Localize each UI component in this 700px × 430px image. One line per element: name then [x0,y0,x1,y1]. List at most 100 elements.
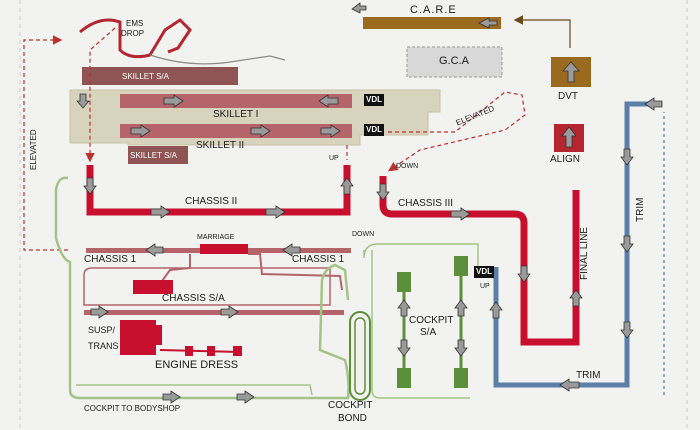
cockpit-sa-label-2: S/A [420,327,437,338]
cockpit-sa-station-1 [397,272,411,292]
cockpit-to-bodyshop-inner [76,384,313,396]
chassis-3-arrows [376,183,583,307]
skillet-1-bar [120,94,352,108]
engine-dress-station-3 [233,346,242,356]
trim-vertical-label: TRIM [635,197,646,222]
chassis2-up-arrow-icon [340,177,354,195]
skillet-sa-top-bar [82,67,238,85]
elevated-left-dashed-2 [23,35,68,251]
ems-drop-loop [79,18,192,59]
gca-label: G.C.A [439,55,469,67]
down-cockpit-label: DOWN [352,231,375,238]
chassis-sa-label: CHASSIS S/A [162,293,225,304]
trim-down-arrow-icon-1 [620,321,634,339]
susp-trans-label-2: TRANS [88,341,119,351]
chassis1-link-right [248,253,343,291]
marriage-label: MARRIAGE [197,234,235,241]
skillet-arrows [76,93,341,138]
chassis2-arrow-1-icon [150,205,171,219]
engine-dress-station-2 [207,346,215,356]
cockpit-bond-label-1: COCKPIT [328,400,373,411]
dvt-up-arrow-icon [562,61,580,83]
ems-drop-thin-line [149,54,286,65]
engine-dress-station-1 [185,346,193,356]
chassis3-arrow-icon [450,207,471,221]
cockpit-sa-station-4 [454,368,468,388]
susp-trans-block-2 [150,325,162,345]
trim-top-arrow-icon [644,97,663,111]
chassis2-arrow-2-icon [265,205,286,219]
elevated-left-label: ELEVATED [29,129,38,170]
skillet2-arrow-3-icon [320,124,341,138]
vdl-badge-skillet-1: VDL [364,94,384,106]
skillet-2-bar [120,124,352,138]
cockpit-bond-loop [349,311,371,401]
chassis3-down-arrow-2-icon [517,265,531,283]
skillet2-arrow-icon [130,124,151,138]
skillet-sa-top-label: SKILLET S/A [122,72,169,81]
cockpit-sa-up-arrow-icon [397,299,411,317]
engine-dress-line [159,349,241,353]
cockpit-bond-inner [354,317,366,395]
trim-arrows [489,97,663,392]
cockpit-sa-down-arrow-icon [397,339,411,357]
cockpit-sa-station-2 [397,368,411,388]
skillet-down-arrow-icon [76,93,90,109]
ems-drop-label-2: DROP [121,29,145,38]
chassis1-arrow-2-icon [282,243,301,257]
elevated-left-dashed-1 [85,27,116,163]
up-chassis2-label: UP [329,155,339,162]
care-label: C.A.R.E [410,4,457,16]
down-chassis3-label: DOWN [396,163,419,170]
dvt-label: DVT [558,91,578,102]
susp-trans-label-1: SUSP/ [88,325,116,335]
green-arrow-2-icon [236,390,255,404]
skillet-2-label: SKILLET II [196,140,245,151]
chassis-sa-arrow-2-icon [220,305,239,319]
trim-left-arrow-icon [559,378,580,392]
trim-down-arrow-icon-3 [620,148,634,166]
final-line-up-arrow-icon [569,289,583,307]
trim-line [493,101,658,388]
dvt-to-care-line [513,15,571,48]
skillet-sa-bottom-label: SKILLET S/A [130,151,177,160]
care-arrow-icon [478,17,498,29]
cockpit-sa-down-arrow-2-icon [454,339,468,357]
skillet1-arrow-left-icon [318,94,339,108]
chassis1-arrow-1-icon [145,243,164,257]
chassis-3-label: CHASSIS III [398,198,454,209]
engine-dress-label: ENGINE DRESS [155,359,239,371]
cockpit-to-bodyshop-line [54,176,350,400]
chassis-sa-arrow-1-icon [90,305,109,319]
ems-drop-label-1: EMS [126,19,144,28]
chassis-1-arrows [145,243,301,257]
skillet-1-label: SKILLET I [213,109,259,120]
final-line-label: FINAL LINE [579,227,590,280]
trim-up-arrow-icon [489,301,503,319]
trim-down-arrow-icon-2 [620,235,634,253]
care-bar [363,17,501,29]
chassis-sa-block [133,280,173,294]
chassis-1-left-label: CHASSIS 1 [84,254,137,265]
skillet1-arrow-icon [163,94,184,108]
cockpit-sa-outer [371,250,470,399]
chassis-sa-loop [83,267,331,306]
cockpit-sa-top-loop [363,243,479,268]
vdl-badge-cockpit: VDL [474,266,494,278]
chassis-2-label: CHASSIS II [185,196,238,207]
cockpit-sa-station-3 [454,256,468,276]
align-up-arrow-icon [561,126,577,148]
chassis-1-right-label: CHASSIS 1 [292,254,345,265]
trim-bottom-label: TRIM [576,370,601,381]
marriage-link [140,254,191,285]
vdl-badge-skillet-2: VDL [364,124,384,136]
elevated-right-dashed [388,91,526,172]
green-arrows [162,390,255,404]
chassis3-down-arrow-icon [376,183,390,201]
skillet2-arrow-2-icon [250,124,271,138]
cockpit-sa-label-1: COCKPIT [409,315,454,326]
gca-box [406,46,503,78]
up-vdl-label: UP [480,283,490,290]
